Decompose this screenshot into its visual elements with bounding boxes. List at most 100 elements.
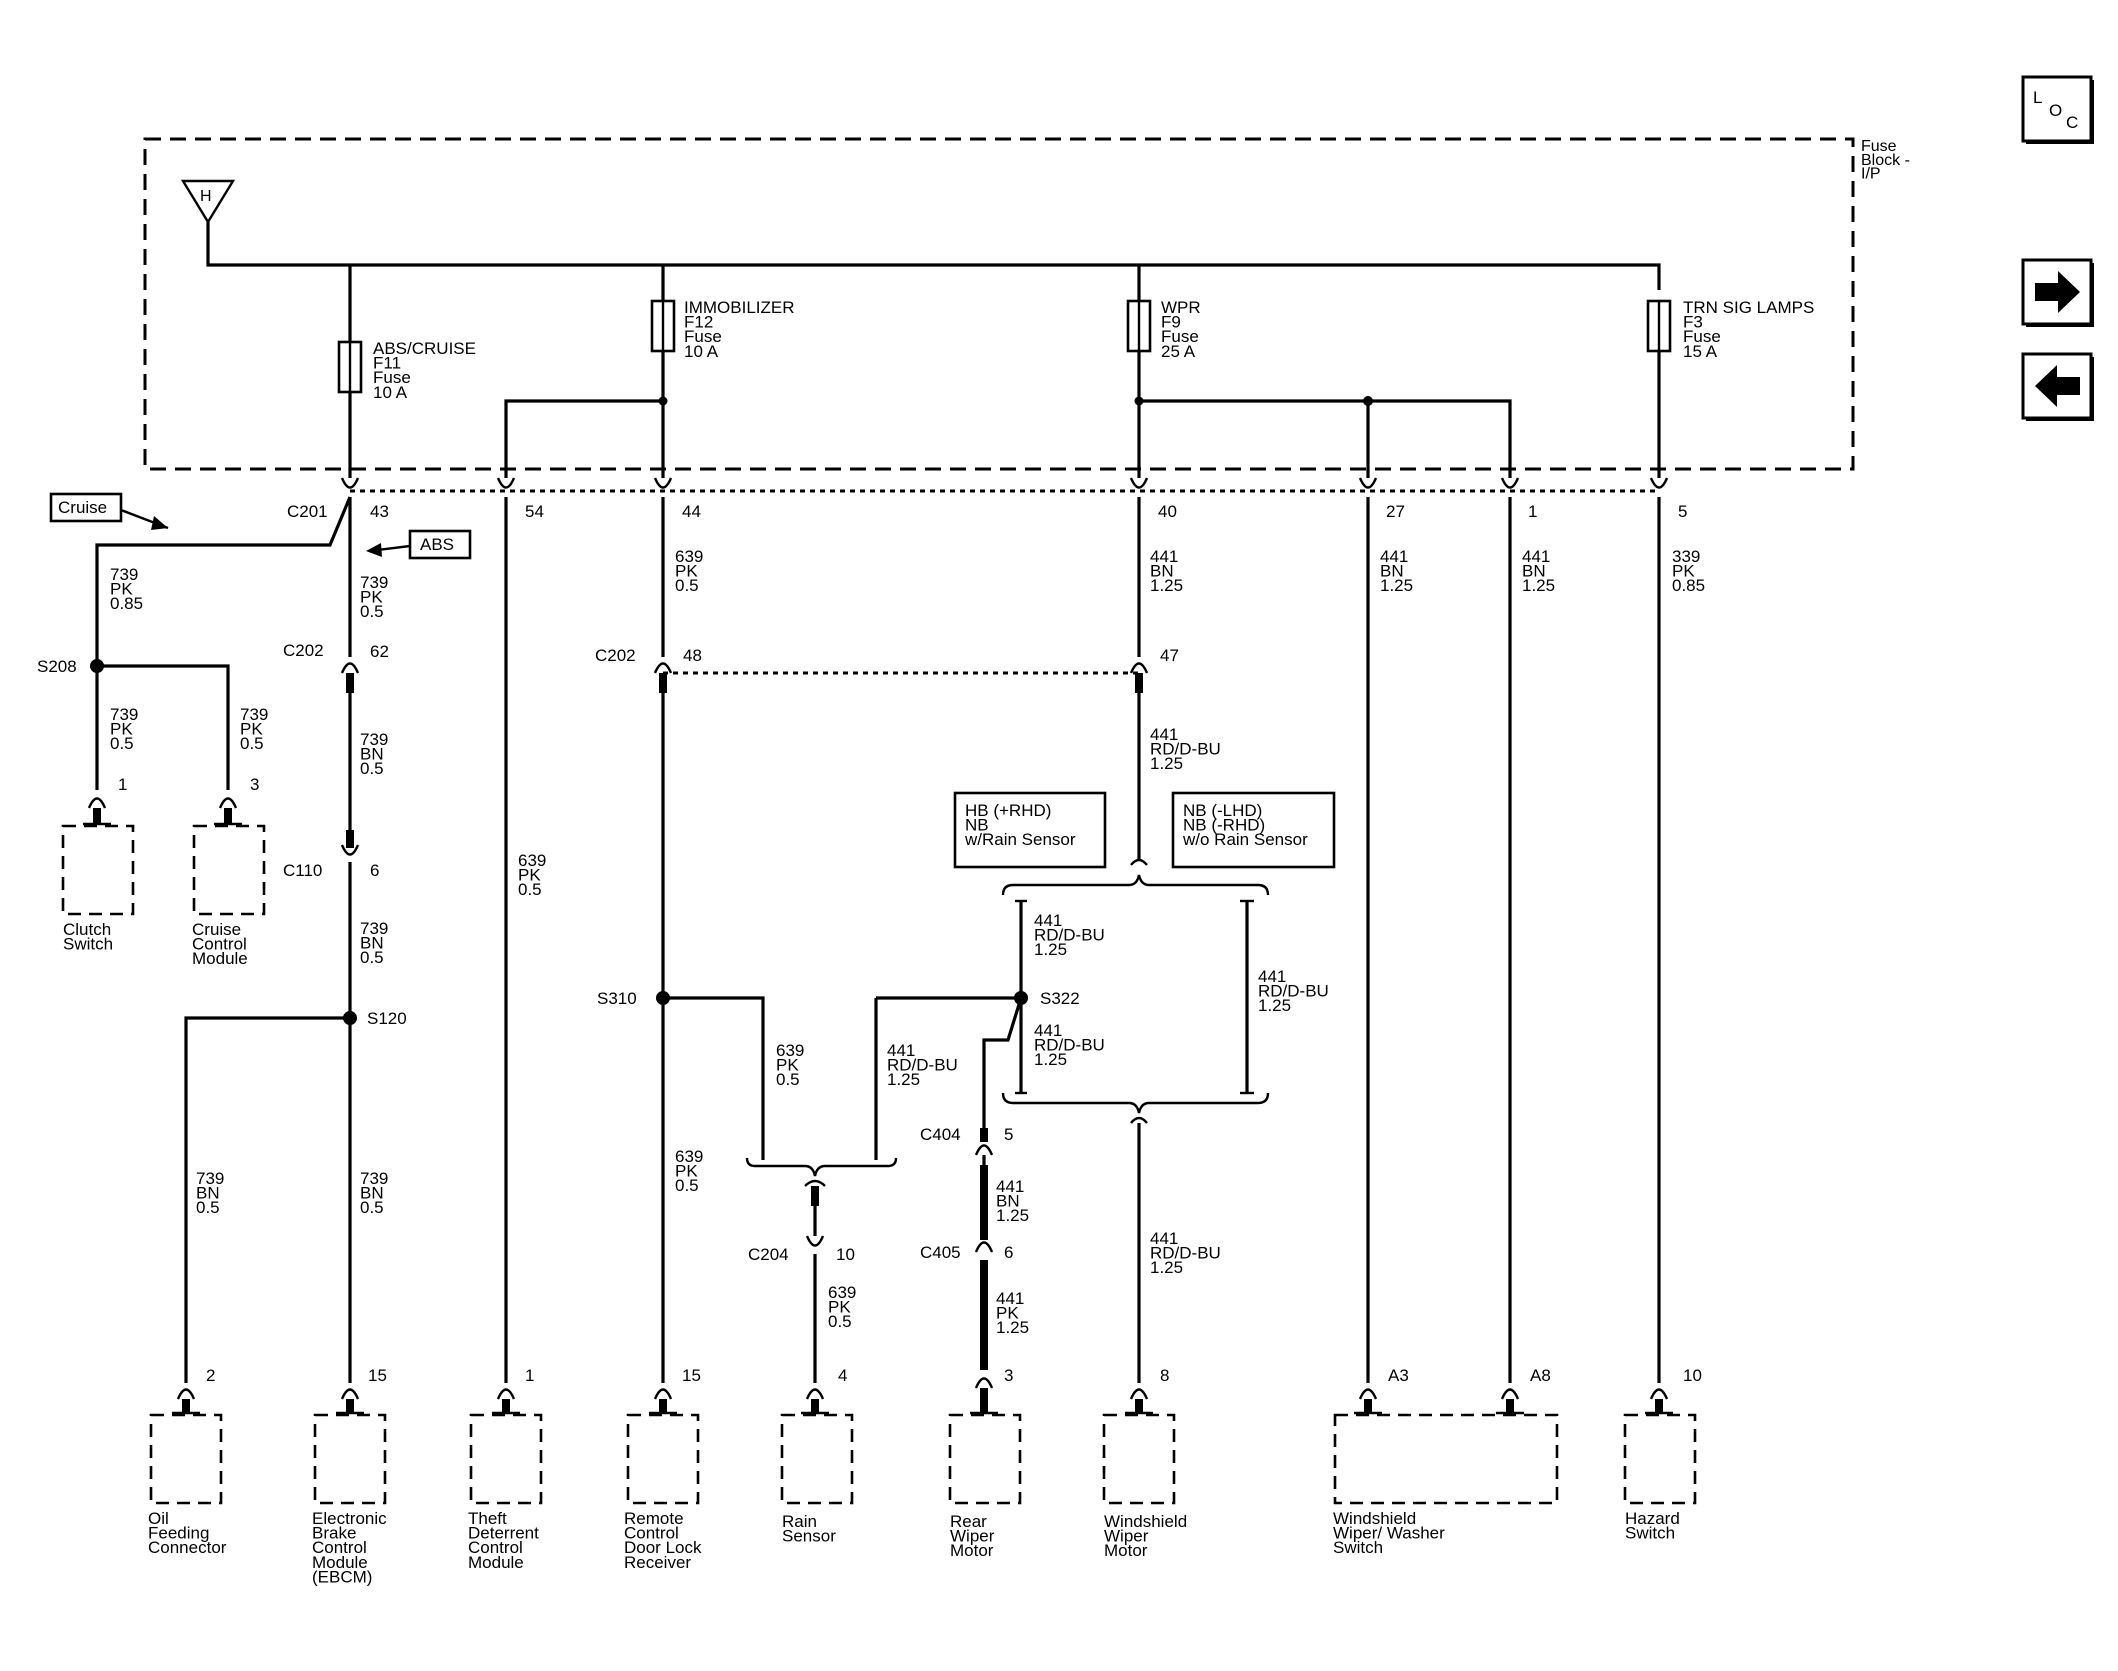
c404-label: C404 [920, 1125, 961, 1144]
pin-c201-1: 1 [1528, 502, 1537, 521]
oil-feeding-connector-component [149, 1388, 223, 1505]
ebcm-component [313, 1388, 387, 1505]
locator-button[interactable]: L O C [2021, 75, 2094, 144]
immobilizer-branch-wire [504, 399, 663, 478]
c204-label: C204 [748, 1245, 789, 1264]
s120-label: S120 [367, 1009, 407, 1028]
svg-text:O: O [2049, 101, 2062, 120]
arrow-left-icon [2035, 365, 2080, 407]
rain-sensor-component [780, 1388, 854, 1505]
wpr-branch-wire [1139, 399, 1512, 478]
pin-c110-6: 6 [370, 861, 379, 880]
pin-rcdlr-15: 15 [682, 1366, 701, 1385]
svg-text:HB (+RHD)NBw/Rain Sensor: HB (+RHD)NBw/Rain Sensor [964, 801, 1076, 849]
fuse-f11 [337, 265, 363, 478]
fuse-f3 [1646, 299, 1672, 478]
pin-c202-47: 47 [1160, 646, 1179, 665]
pin-c201-44: 44 [682, 502, 701, 521]
svg-text:H: H [200, 188, 212, 205]
svg-text:ABS: ABS [420, 535, 454, 554]
s322-label: S322 [1040, 989, 1080, 1008]
pin-c201-40: 40 [1158, 502, 1177, 521]
battery-bus-wire [206, 222, 1661, 290]
rain-sensor-merge [745, 1157, 898, 1177]
pin-ccm-3: 3 [250, 775, 259, 794]
hazard-switch-component [1623, 1388, 1697, 1505]
pin-rain-4: 4 [838, 1366, 847, 1385]
windshield-wiper-motor-component [1102, 1388, 1176, 1505]
clutch-switch-component [61, 797, 135, 916]
pin-c202-62: 62 [370, 642, 389, 661]
pin-wws-a3: A3 [1388, 1366, 1409, 1385]
c201-label: C201 [287, 502, 328, 521]
fuse-f12 [650, 265, 676, 478]
s310-label: S310 [597, 989, 637, 1008]
c202-left-label: C202 [283, 641, 324, 660]
nb-option-box: NB (-LHD)NB (-RHD)w/o Rain Sensor [1171, 791, 1336, 869]
theft-deterrent-module-component [469, 1388, 543, 1505]
upper-option-bracket [1001, 874, 1270, 896]
previous-page-button[interactable] [2021, 352, 2094, 421]
c202-right-label: C202 [595, 646, 636, 665]
lower-option-bracket [1001, 1092, 1270, 1114]
pin-wsm-8: 8 [1160, 1366, 1169, 1385]
arrow-right-icon [2035, 271, 2080, 313]
pin-ebcm-15: 15 [368, 1366, 387, 1385]
fuse-f9 [1126, 265, 1152, 478]
pin-c204-10: 10 [836, 1245, 855, 1264]
c201-terminals [340, 477, 1669, 489]
cruise-wire [95, 496, 352, 666]
cruise-control-module-component [192, 797, 266, 916]
c110-label: C110 [283, 861, 322, 880]
pin-oil-2: 2 [206, 1366, 215, 1385]
c405-label: C405 [920, 1243, 961, 1262]
s208-label: S208 [37, 657, 77, 676]
pin-c201-43: 43 [370, 502, 389, 521]
pin-c201-27: 27 [1386, 502, 1405, 521]
wiper-washer-switch-component [1333, 1388, 1559, 1505]
pin-tdcm-1: 1 [525, 1366, 534, 1385]
fuse-block-outline [143, 137, 1855, 471]
pin-c201-54: 54 [525, 502, 544, 521]
next-page-button[interactable] [2021, 258, 2094, 327]
pin-c201-5: 5 [1678, 502, 1687, 521]
svg-text:Cruise: Cruise [58, 498, 107, 517]
remote-door-lock-receiver-component [626, 1388, 700, 1505]
